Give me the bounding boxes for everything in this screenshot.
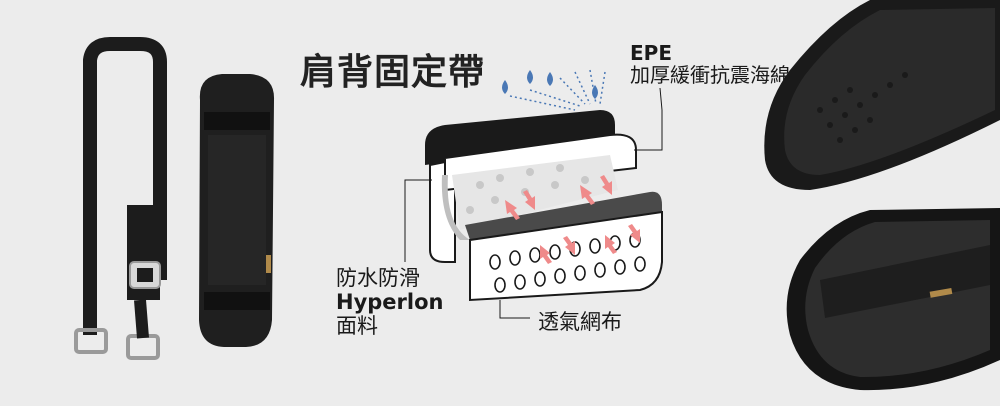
pad-mesh-closeup-photo	[764, 0, 1000, 190]
water-drop-icons	[502, 69, 606, 111]
mesh-label: 透氣網布	[538, 310, 622, 334]
layer-diagram	[404, 87, 663, 319]
water-drop-icon	[592, 85, 598, 99]
outer-fabric-label: 防水防滑 Hyperlon 面料	[336, 266, 443, 338]
shoulder-strap-photo	[74, 37, 167, 360]
outer-fabric-line1: 防水防滑	[336, 266, 420, 290]
epe-description: 加厚緩衝抗震海綿	[630, 63, 790, 87]
epe-code: EPE	[630, 41, 672, 65]
pad-fabric-closeup-photo	[786, 208, 1000, 391]
metal-ring-icon	[74, 328, 108, 354]
metal-ring-icon	[126, 334, 160, 360]
page-title: 肩背固定帶	[300, 52, 486, 93]
leader-lines	[404, 87, 663, 319]
water-drop-icon	[547, 72, 553, 86]
water-drop-icon	[502, 80, 508, 94]
outer-fabric-line3: 面料	[336, 314, 378, 339]
water-drop-icon	[527, 70, 533, 84]
outer-fabric-line2: Hyperlon	[336, 290, 444, 315]
shoulder-pad-photo	[199, 74, 275, 347]
arrow-icon	[505, 175, 640, 264]
